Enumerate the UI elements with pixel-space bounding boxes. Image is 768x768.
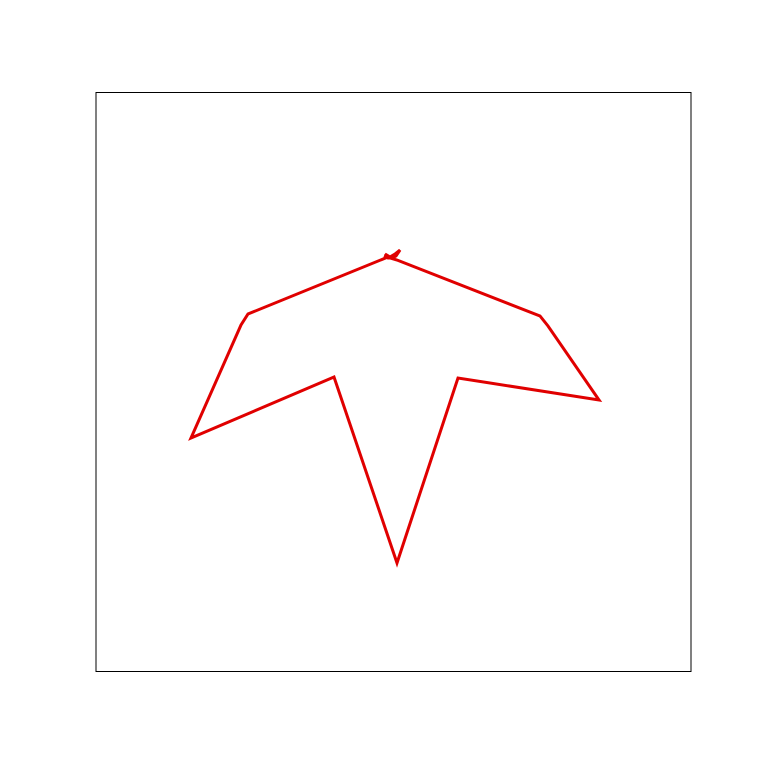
arrowhead-shape [188,248,603,568]
plot-frame [95,92,692,672]
